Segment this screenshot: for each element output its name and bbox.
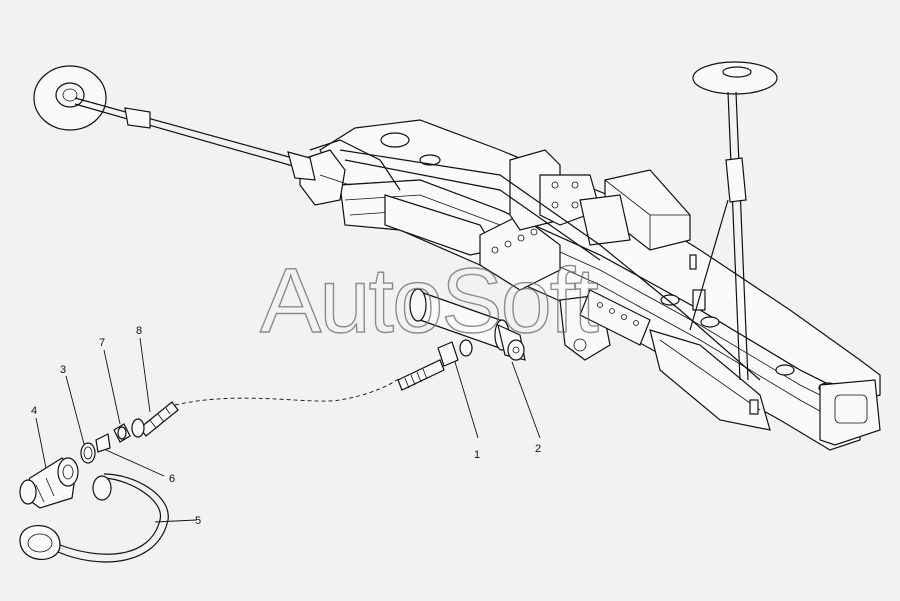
callout-leaders	[35, 337, 541, 523]
callout-7: 7	[99, 337, 105, 349]
callout-5: 5	[195, 515, 201, 527]
callout-8: 8	[136, 325, 142, 337]
right-mirror-post	[689, 61, 778, 381]
left-mirror-arm	[33, 65, 316, 181]
callout-3: 3	[60, 364, 66, 376]
callout-2: 2	[535, 443, 541, 455]
machine-frame	[299, 119, 881, 451]
small-parts	[19, 401, 179, 563]
hydraulic-cylinder	[397, 288, 526, 391]
watermark: AutoSoft	[260, 250, 598, 352]
callout-labels: 1 2 3 4 5 6 7 8	[31, 325, 541, 527]
callout-1: 1	[474, 449, 480, 461]
hydraulic-hose	[174, 377, 401, 406]
callout-4: 4	[31, 405, 37, 417]
callout-6: 6	[169, 473, 175, 485]
